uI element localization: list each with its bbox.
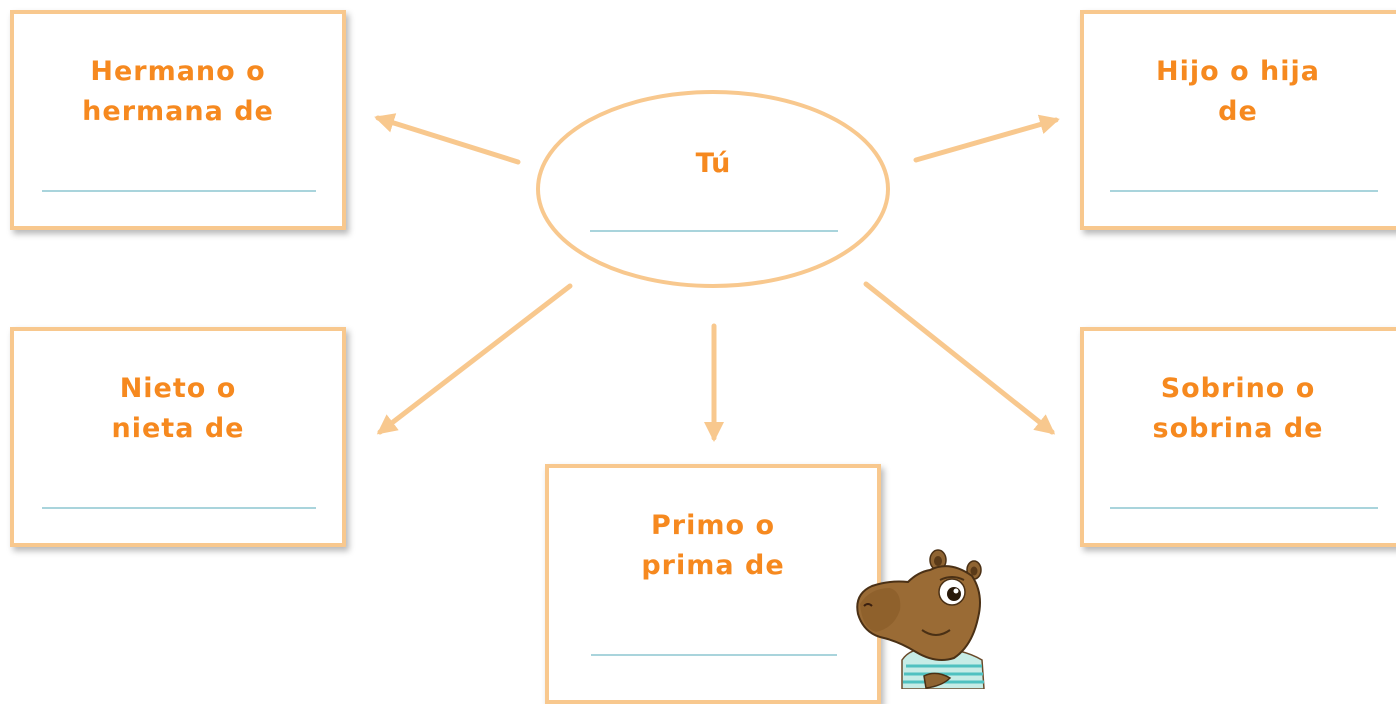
box-hermano: Hermano o hermana de [10, 10, 346, 230]
box-nieto-label: Nieto o nieta de [111, 373, 245, 444]
box-hermano-answer-line[interactable] [42, 190, 316, 192]
arrow-to-sobrino [863, 281, 1056, 435]
box-hermano-label: Hermano o hermana de [82, 56, 274, 127]
box-primo-answer-line[interactable] [591, 654, 837, 656]
capybara-mascot-icon [856, 549, 985, 689]
arrow-to-hermano [374, 113, 521, 165]
arrow-to-hijo [913, 114, 1060, 163]
box-nieto-answer-line[interactable] [42, 507, 316, 509]
box-sobrino-answer-line[interactable] [1110, 507, 1378, 509]
box-sobrino: Sobrino o sobrina de [1080, 327, 1396, 547]
box-nieto: Nieto o nieta de [10, 327, 346, 547]
center-label: Tú [695, 148, 731, 179]
box-hijo-label: Hijo o hija de [1156, 56, 1320, 127]
box-primo: Primo o prima de [545, 464, 881, 704]
box-hijo-answer-line[interactable] [1110, 190, 1378, 192]
arrow-to-nieto [376, 283, 573, 435]
box-sobrino-label: Sobrino o sobrina de [1152, 373, 1324, 444]
center-ellipse [536, 90, 890, 288]
box-primo-label: Primo o prima de [641, 510, 785, 581]
relationship-diagram [374, 90, 1060, 442]
box-hijo: Hijo o hija de [1080, 10, 1396, 230]
